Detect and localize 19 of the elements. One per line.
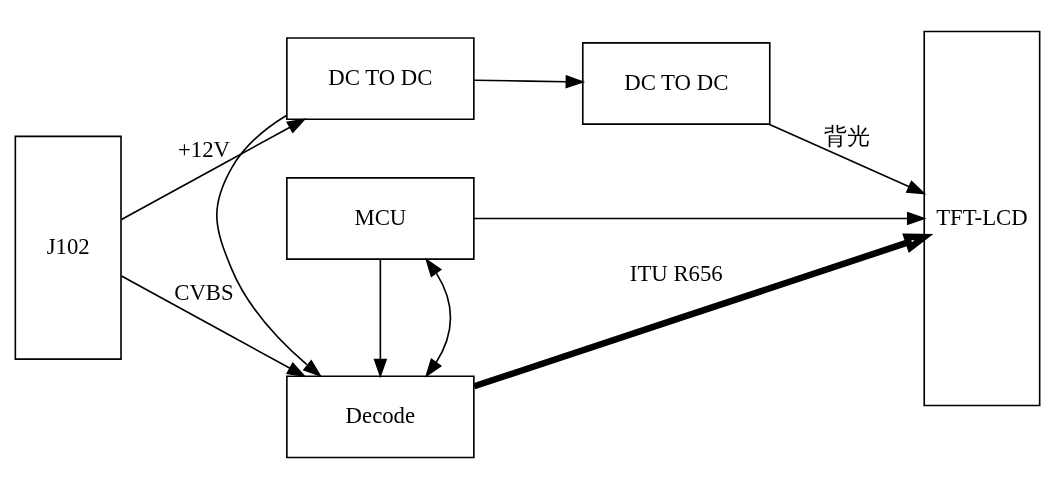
arrow [120,275,307,378]
node-box: Decode [286,375,475,459]
edge-label: +12V [177,137,230,163]
arrow [373,258,388,379]
node-box: DC TO DC [581,42,771,125]
node-box: TFT-LCD [923,30,1041,407]
node-box: MCU [286,177,475,260]
arrow [473,74,586,89]
arrow [424,257,452,378]
node-box: J102 [14,135,122,360]
arrow [120,118,307,221]
node-box: DC TO DC [286,37,475,121]
arrow [216,114,323,378]
arrow [768,123,927,195]
arrow [473,233,934,390]
edge-label: ITU R656 [629,260,723,286]
edge-label: 背光 [823,124,870,150]
edge-label: CVBS [174,280,234,306]
arrow [473,211,927,226]
